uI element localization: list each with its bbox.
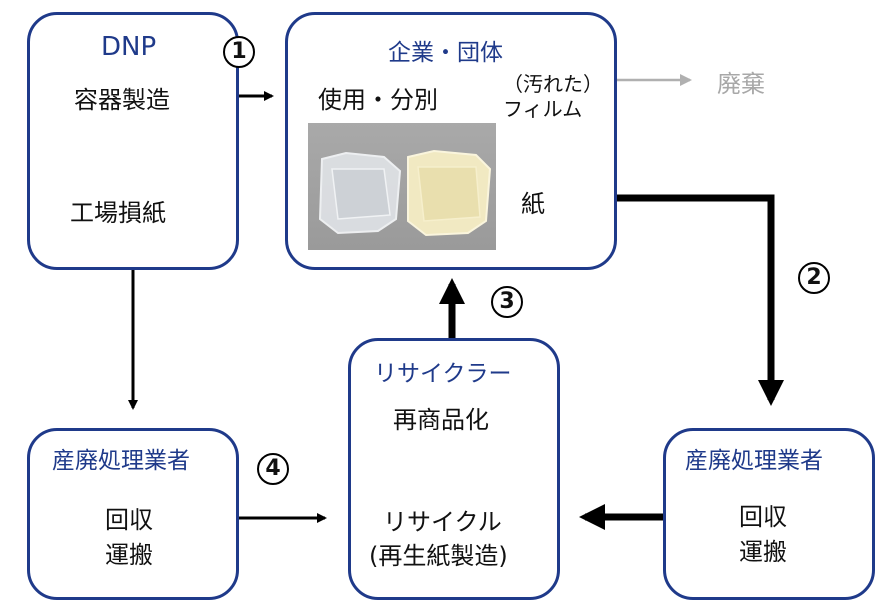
container-manufacturing-label: 容器製造 — [74, 86, 170, 114]
disposal-left-title: 産廃処理業者 — [52, 448, 190, 474]
disposal-right-collect: 回収 — [739, 503, 787, 531]
company-title: 企業・団体 — [388, 40, 503, 66]
recycle-sub-label: (再生紙製造) — [369, 542, 508, 570]
disposal-left-transport: 運搬 — [105, 541, 153, 569]
disposal-right-title: 産廃処理業者 — [685, 448, 823, 474]
dnp-box — [27, 12, 239, 270]
disposal-right-box — [663, 428, 875, 600]
disposal-left-box — [27, 428, 239, 600]
step-2-badge: 2 — [798, 262, 830, 294]
discard-label: 廃棄 — [717, 70, 765, 98]
tray-illustration — [318, 149, 492, 237]
dirty-film-label: （汚れた） フィルム — [503, 72, 603, 121]
arrow-paper-to-disposal — [566, 194, 784, 406]
recycle-label: リサイクル — [383, 508, 502, 536]
dnp-title: DNP — [101, 32, 157, 62]
use-and-sort-label: 使用・分別 — [318, 86, 438, 114]
tray-photo — [308, 123, 496, 250]
recycler-box — [348, 338, 560, 600]
recycler-title: リサイクラー — [374, 361, 512, 387]
disposal-right-transport: 運搬 — [739, 538, 787, 566]
step-4-badge: 4 — [257, 453, 289, 485]
disposal-left-collect: 回収 — [105, 506, 153, 534]
reproduct-label: 再商品化 — [393, 406, 489, 434]
step-1-badge: 1 — [223, 36, 255, 68]
step-3-badge: 3 — [491, 286, 523, 318]
factory-waste-paper-label: 工場損紙 — [70, 199, 166, 227]
paper-label: 紙 — [521, 190, 545, 218]
